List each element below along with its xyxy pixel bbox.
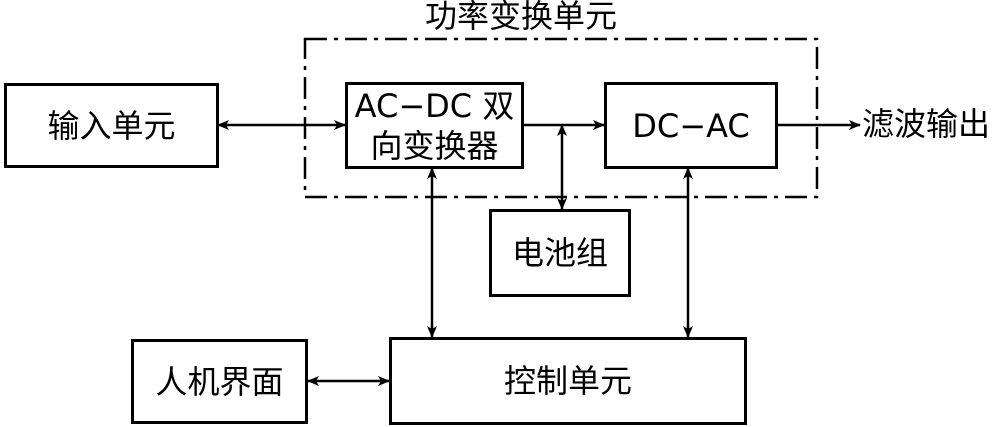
- battery-label: 电池组: [511, 234, 608, 272]
- dcac-label: DC−AC: [632, 106, 750, 145]
- acdc-label-line1: AC−DC 双: [354, 86, 515, 125]
- acdc-label-line2: 向变换器: [370, 126, 499, 165]
- hmi-block: 人机界面: [131, 339, 308, 424]
- control-unit-label: 控制单元: [503, 362, 632, 400]
- input-unit-label: 输入单元: [47, 106, 176, 145]
- control-unit-block: 控制单元: [389, 337, 747, 425]
- hmi-label: 人机界面: [155, 362, 284, 401]
- filter-output-label: 滤波输出: [862, 105, 991, 143]
- power-conversion-unit-title: 功率变换单元: [425, 0, 618, 35]
- battery-block: 电池组: [489, 209, 631, 297]
- acdc-bidirectional-converter-block: AC−DC 双 向变换器: [345, 82, 524, 169]
- input-unit-block: 输入单元: [4, 83, 219, 168]
- dcac-block: DC−AC: [604, 82, 778, 169]
